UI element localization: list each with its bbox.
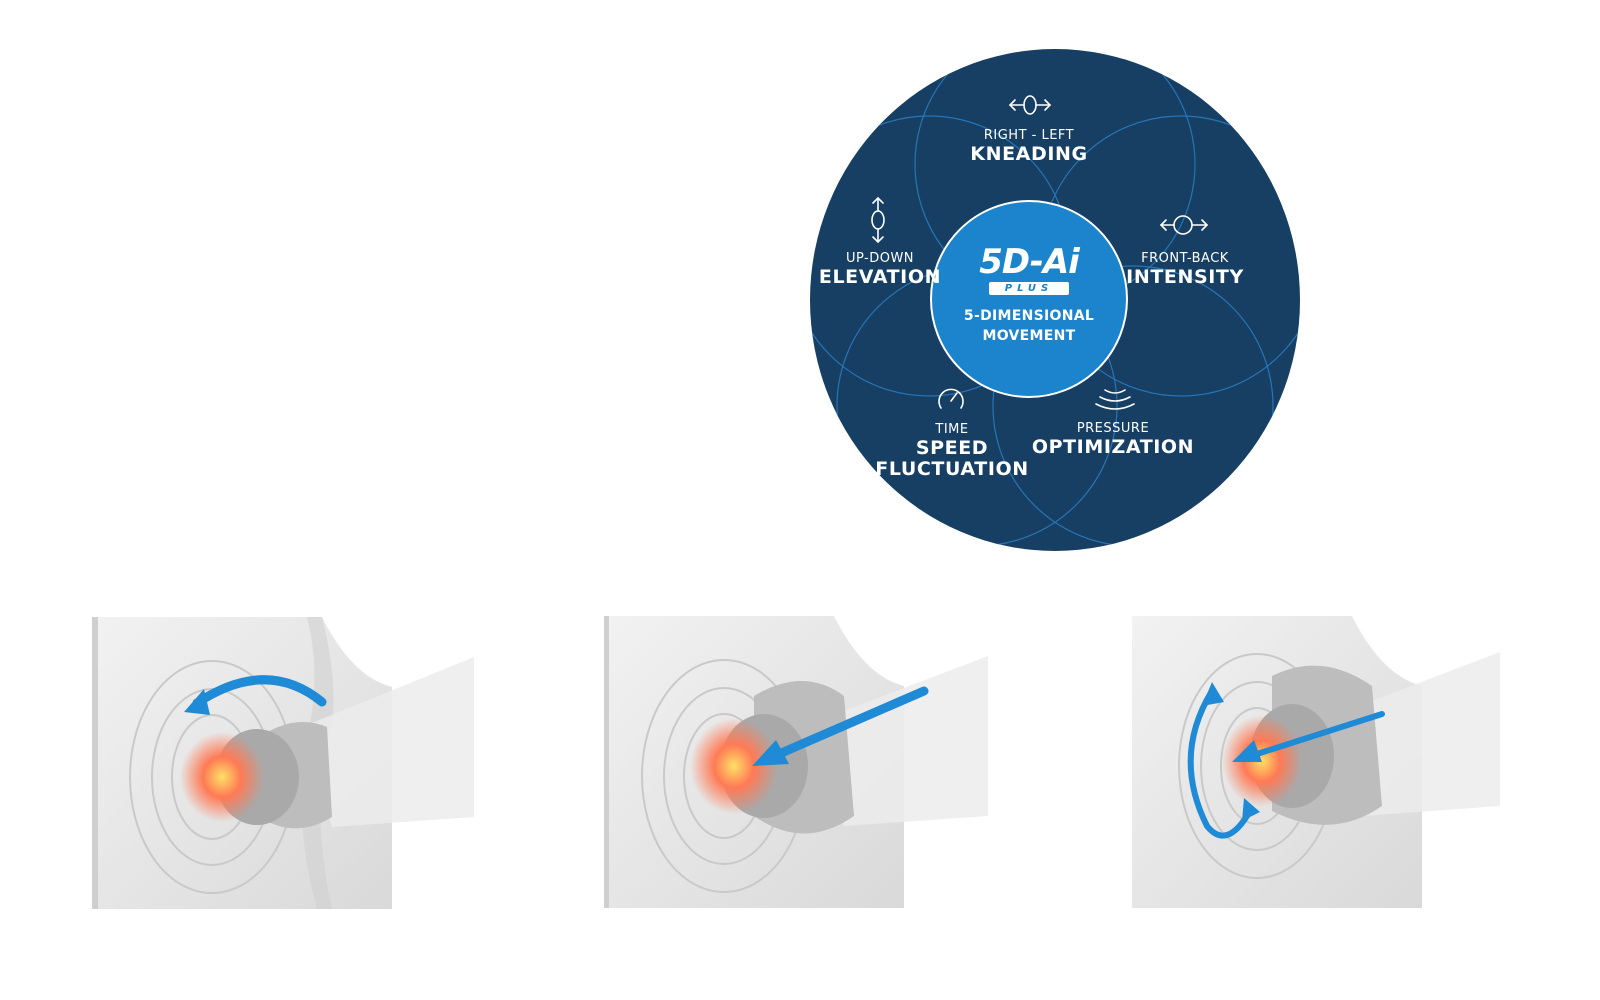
label-elevation: UP-DOWN ELEVATION <box>819 251 941 288</box>
pressure-waves-icon <box>1095 389 1135 410</box>
label-speed-fluctuation: TIME SPEED FLUCTUATION <box>875 422 1029 480</box>
label-speed-fluctuation-main-2: FLUCTUATION <box>875 458 1029 480</box>
label-elevation-main: ELEVATION <box>818 266 942 288</box>
arc-arrow <box>1187 688 1253 839</box>
label-speed-fluctuation-sub: TIME <box>935 422 969 437</box>
label-kneading-sub: RIGHT - LEFT <box>983 128 1075 143</box>
kneading-illustration <box>92 617 474 909</box>
optimization-illustration <box>1132 616 1500 908</box>
left-right-arrows-icon <box>1008 95 1052 115</box>
center-caption: 5-DIMENSIONAL MOVEMENT <box>964 306 1094 346</box>
label-intensity: FRONT-BACK INTENSITY <box>1126 251 1244 288</box>
label-intensity-sub: FRONT-BACK <box>1141 251 1229 266</box>
label-optimization-sub: PRESSURE <box>1076 421 1150 436</box>
label-elevation-sub: UP-DOWN <box>845 251 915 266</box>
heat-glow <box>1222 715 1302 807</box>
curved-arrow <box>192 675 327 708</box>
label-kneading-main: KNEADING <box>970 143 1088 165</box>
label-intensity-main: INTENSITY <box>1126 266 1244 288</box>
straight-arrow <box>774 686 929 759</box>
diagram-graphic <box>810 49 1300 551</box>
speedometer-icon <box>938 388 964 409</box>
heat-glow <box>690 718 778 814</box>
straight-arrow <box>1254 711 1385 757</box>
label-optimization-main: OPTIMIZATION <box>1031 436 1195 458</box>
center-caption-line-2: MOVEMENT <box>982 328 1076 344</box>
label-speed-fluctuation-main-1: SPEED <box>915 437 989 459</box>
five-dimensional-diagram: 5D-Ai PLUS 5-DIMENSIONAL MOVEMENT RIGHT … <box>803 46 1307 554</box>
label-optimization: PRESSURE OPTIMIZATION <box>1032 421 1194 458</box>
center-disc <box>930 200 1128 398</box>
up-down-arrows-icon <box>871 196 885 244</box>
logo-5d-ai: 5D-Ai <box>979 242 1080 282</box>
logo-plus-badge: PLUS <box>989 282 1069 295</box>
center-caption-line-1: 5-DIMENSIONAL <box>963 308 1095 324</box>
front-back-arrows-icon <box>1159 215 1209 235</box>
massage-arm <box>302 657 474 827</box>
intensity-illustration <box>604 616 988 908</box>
heat-glow <box>180 732 264 822</box>
label-kneading: RIGHT - LEFT KNEADING <box>970 128 1087 165</box>
